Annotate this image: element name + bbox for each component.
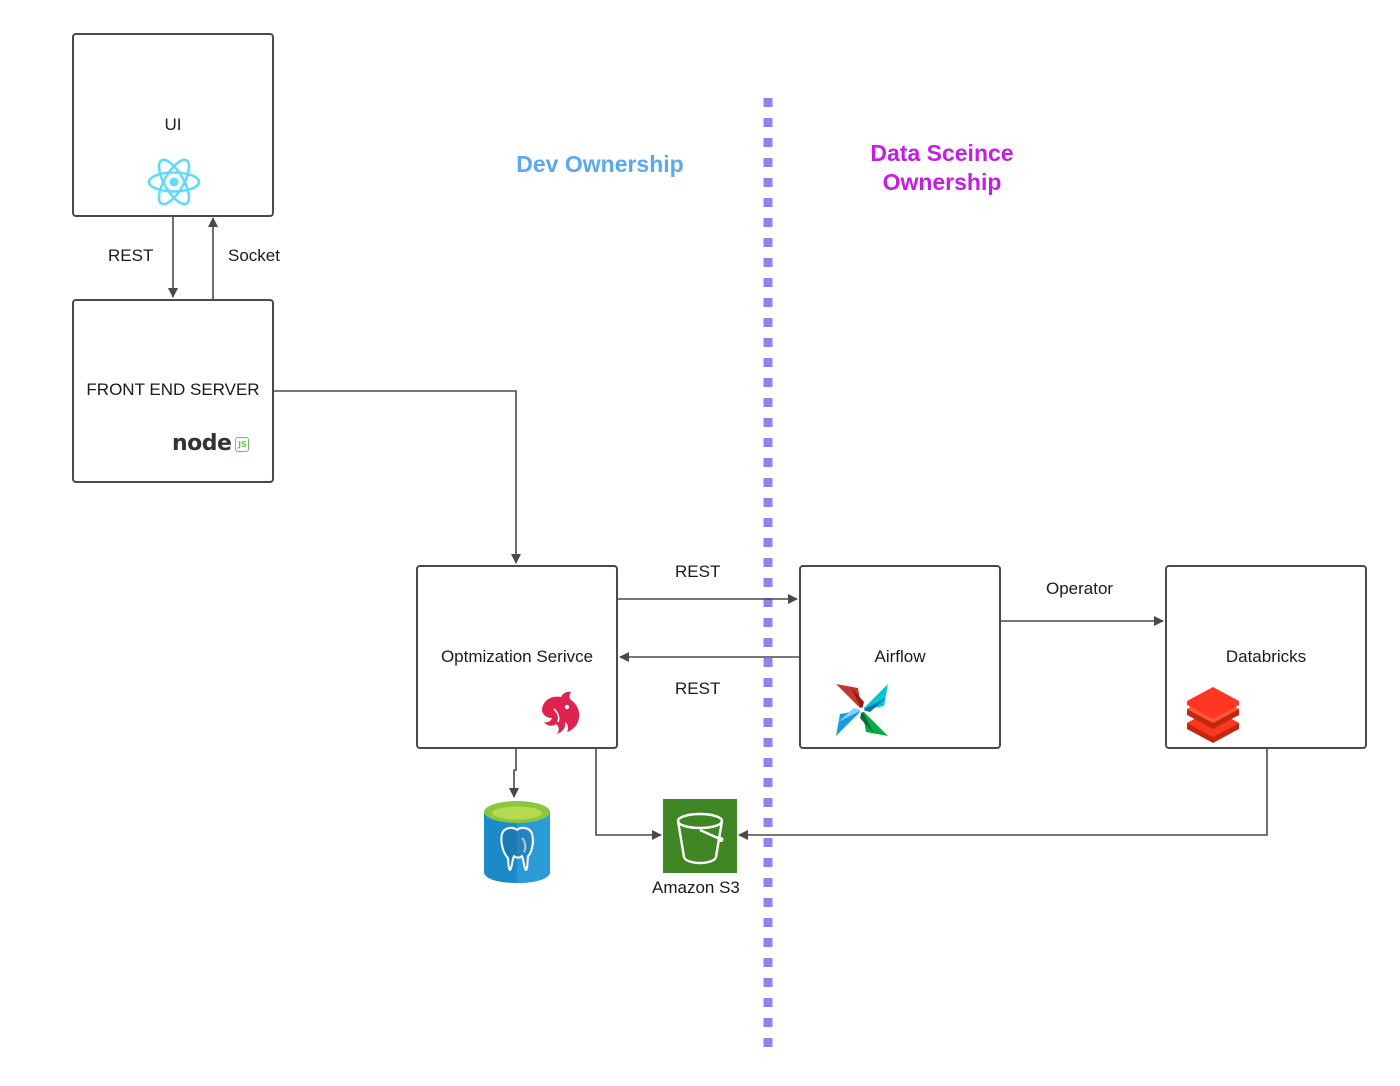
airflow-icon [836, 684, 888, 736]
optimization-service-node[interactable]: Optmization Serivce [416, 565, 618, 749]
dev-ownership-title: Dev Ownership [516, 151, 684, 177]
databricks-label: Databricks [1225, 647, 1307, 666]
databricks-node[interactable]: Databricks [1165, 565, 1367, 749]
frontend-server-node[interactable]: FRONT END SERVER node JS [72, 299, 274, 483]
s3-bucket-icon[interactable] [663, 799, 737, 873]
react-icon [147, 158, 201, 206]
data-science-title-line1: Data Sceince [870, 140, 1014, 166]
airflow-label: Airflow [874, 647, 926, 666]
s3-label: Amazon S3 [652, 878, 740, 897]
edge-label-rest-ui: REST [108, 246, 154, 265]
ui-node-label: UI [164, 115, 182, 134]
edge-label-rest-request: REST [675, 562, 721, 581]
edge-optimization-to-postgres [509, 749, 519, 798]
postgresql-database-icon[interactable] [482, 798, 552, 884]
edge-label-operator: Operator [1046, 579, 1114, 598]
nodejs-logo-text: node [172, 431, 232, 456]
ui-node[interactable]: UI [72, 33, 274, 217]
nodejs-logo: node JS [172, 431, 250, 456]
s3-bucket-glyph [676, 812, 724, 865]
optimization-service-label: Optmization Serivce [440, 647, 594, 666]
edge-label-socket: Socket [228, 246, 280, 265]
edge-label-rest-response: REST [675, 679, 721, 698]
databricks-icon [1187, 687, 1239, 743]
airflow-node[interactable]: Airflow [799, 565, 1001, 749]
nodejs-js-badge: JS [235, 436, 250, 452]
edge-frontend-to-optimization [273, 390, 521, 564]
nestjs-icon [542, 691, 580, 734]
edge-databricks-to-s3 [738, 749, 1268, 840]
data-science-title-line2: Ownership [882, 169, 1002, 195]
edge-optimization-to-s3 [595, 749, 662, 840]
data-science-ownership-title: Data Sceince Ownership [832, 139, 1052, 197]
frontend-server-label: FRONT END SERVER [86, 380, 260, 399]
